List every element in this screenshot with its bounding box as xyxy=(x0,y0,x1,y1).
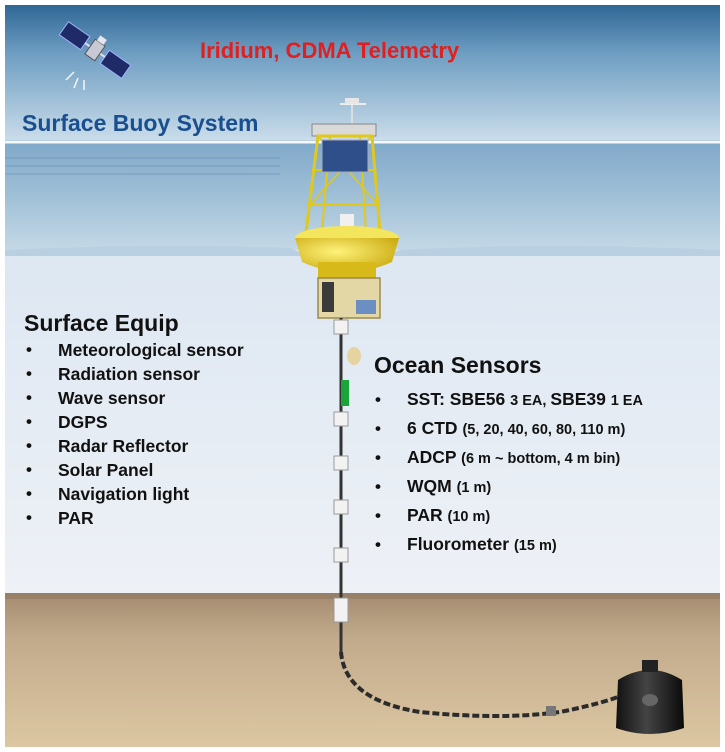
surface-equip-item: • Solar Panel xyxy=(26,458,244,482)
ocean-sensor-detail: (6 m ~ bottom, 4 m bin) xyxy=(461,451,621,467)
surface-equip-item: • Meteorological sensor xyxy=(26,338,244,362)
ocean-sensor-detail: 3 EA, xyxy=(510,393,551,409)
diagram-subtitle: Surface Buoy System xyxy=(22,110,259,136)
bullet-icon: • xyxy=(375,419,381,438)
ocean-sensor-item: • 6 CTD (5, 20, 40, 60, 80, 110 m) xyxy=(375,414,643,443)
surface-equip-item: • DGPS xyxy=(26,410,244,434)
mooring-line xyxy=(333,318,638,718)
ocean-sensor-detail: 1 EA xyxy=(610,393,643,409)
ocean-sensors-heading: Ocean Sensors xyxy=(374,352,542,378)
ocean-sensor-label: SBE39 xyxy=(550,389,611,409)
bullet-icon: • xyxy=(26,412,32,431)
ocean-sensor-detail: (15 m) xyxy=(513,538,557,554)
surface-equip-label: Navigation light xyxy=(58,484,190,504)
surface-equip-list: •Meteorological sensor•Radiation sensor•… xyxy=(26,338,244,530)
surface-equip-item: • PAR xyxy=(26,506,244,530)
bullet-icon: • xyxy=(26,508,32,527)
surface-equip-item: • Radar Reflector xyxy=(26,434,244,458)
bullet-icon: • xyxy=(375,535,381,554)
bullet-icon: • xyxy=(26,340,32,359)
surface-equip-heading: Surface Equip xyxy=(24,310,179,336)
satellite-icon xyxy=(58,20,132,80)
surface-equip-label: Solar Panel xyxy=(58,460,154,480)
bullet-icon: • xyxy=(26,364,32,383)
bullet-icon: • xyxy=(375,390,381,409)
ocean-sensor-detail: (5, 20, 40, 60, 80, 110 m) xyxy=(462,422,626,438)
bullet-icon: • xyxy=(375,477,381,496)
surface-equip-label: Radiation sensor xyxy=(58,364,200,384)
ocean-sensor-label: WQM xyxy=(407,476,457,496)
ocean-sensor-detail: (1 m) xyxy=(456,480,492,496)
surface-equip-item: • Wave sensor xyxy=(26,386,244,410)
ocean-sensor-label: Fluorometer xyxy=(407,534,514,554)
ocean-sensor-label: 6 CTD xyxy=(407,418,463,438)
ocean-sensor-item: • SST: SBE56 3 EA, SBE39 1 EA xyxy=(375,385,643,414)
bullet-icon: • xyxy=(375,448,381,467)
seabed xyxy=(5,593,720,747)
surface-equip-item: • Radiation sensor xyxy=(26,362,244,386)
bullet-icon: • xyxy=(375,506,381,525)
bullet-icon: • xyxy=(26,388,32,407)
ocean-sensor-label: SST: SBE56 xyxy=(407,389,511,409)
ocean-sensor-item: • ADCP (6 m ~ bottom, 4 m bin) xyxy=(375,443,643,472)
bullet-icon: • xyxy=(26,436,32,455)
ocean-sensor-label: ADCP xyxy=(407,447,462,467)
surface-equip-label: Radar Reflector xyxy=(58,436,189,456)
ocean-sensor-detail: (10 m) xyxy=(447,509,491,525)
anchor-weight-icon xyxy=(616,660,684,734)
buoy-icon xyxy=(295,98,399,319)
surface-equip-label: Meteorological sensor xyxy=(58,340,244,360)
diagram-title: Iridium, CDMA Telemetry xyxy=(200,38,460,63)
bullet-icon: • xyxy=(26,460,32,479)
ocean-sensor-item: • PAR (10 m) xyxy=(375,501,643,530)
ocean-sensor-item: • Fluorometer (15 m) xyxy=(375,530,643,559)
surface-equip-item: • Navigation light xyxy=(26,482,244,506)
ocean-sensors-list: • SST: SBE56 3 EA, SBE39 1 EA • 6 CTD (5, 2… xyxy=(375,385,643,559)
ocean-sensor-label: PAR xyxy=(407,505,448,525)
surface-equip-label: PAR xyxy=(58,508,94,528)
surface-equip-label: DGPS xyxy=(58,412,108,432)
surface-equip-label: Wave sensor xyxy=(58,388,166,408)
ocean-sensor-item: • WQM (1 m) xyxy=(375,472,643,501)
bullet-icon: • xyxy=(26,484,32,503)
